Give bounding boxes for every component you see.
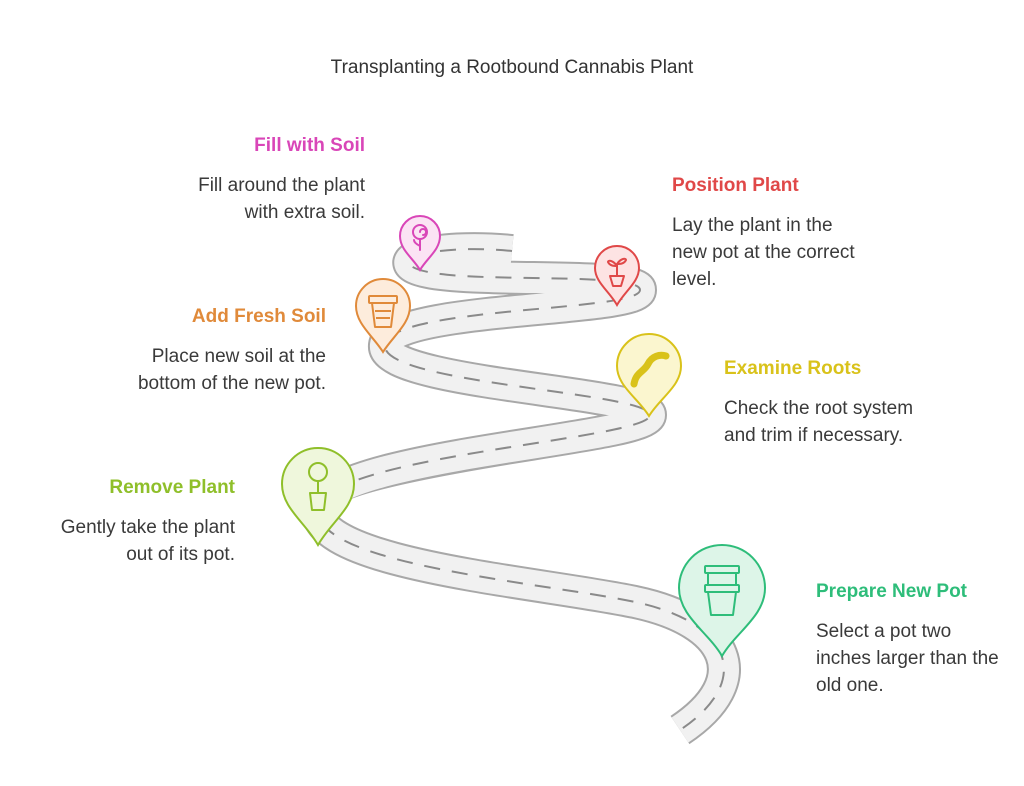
step-fill-with-soil: Fill with Soil Fill around the plant wit… (115, 134, 365, 226)
flower-icon (412, 224, 428, 251)
step-heading: Add Fresh Soil (191, 306, 326, 327)
step-add-fresh-soil: Add Fresh Soil Place new soil at the bot… (120, 305, 326, 397)
seedling-pot-icon (607, 257, 627, 287)
marker-fill-with-soil (398, 215, 442, 272)
marker-examine-roots (615, 333, 683, 418)
marker-remove-plant (280, 447, 356, 548)
step-remove-plant: Remove Plant Gently take the plant out o… (30, 476, 235, 568)
step-heading: Fill with Soil (254, 135, 365, 156)
marker-prepare-new-pot (677, 544, 767, 658)
potted-tree-icon (308, 462, 328, 511)
step-description: Select a pot two inches larger than the … (816, 621, 999, 696)
step-heading: Position Plant (672, 175, 799, 196)
step-description: Place new soil at the bottom of the new … (137, 346, 326, 394)
pot-icon (368, 295, 398, 328)
step-description: Gently take the plant out of its pot. (60, 517, 235, 565)
marker-add-fresh-soil (354, 278, 412, 354)
worm-icon (630, 351, 670, 388)
step-description: Check the root system and trim if necess… (724, 398, 914, 446)
road-center-dashes (316, 248, 725, 731)
step-description: Fill around the plant with extra soil. (198, 175, 365, 223)
step-heading: Prepare New Pot (816, 581, 967, 602)
diagram-title: Transplanting a Rootbound Cannabis Plant (330, 57, 694, 78)
marker-position-plant (593, 245, 641, 308)
stacked-pots-icon (704, 565, 740, 616)
step-prepare-new-pot: Prepare New Pot Select a pot two inches … (816, 580, 1001, 699)
step-heading: Remove Plant (109, 477, 235, 498)
step-heading: Examine Roots (724, 358, 862, 379)
step-examine-roots: Examine Roots Check the root system and … (724, 357, 924, 449)
step-position-plant: Position Plant Lay the plant in the new … (672, 174, 872, 293)
step-description: Lay the plant in the new pot at the corr… (672, 215, 855, 290)
